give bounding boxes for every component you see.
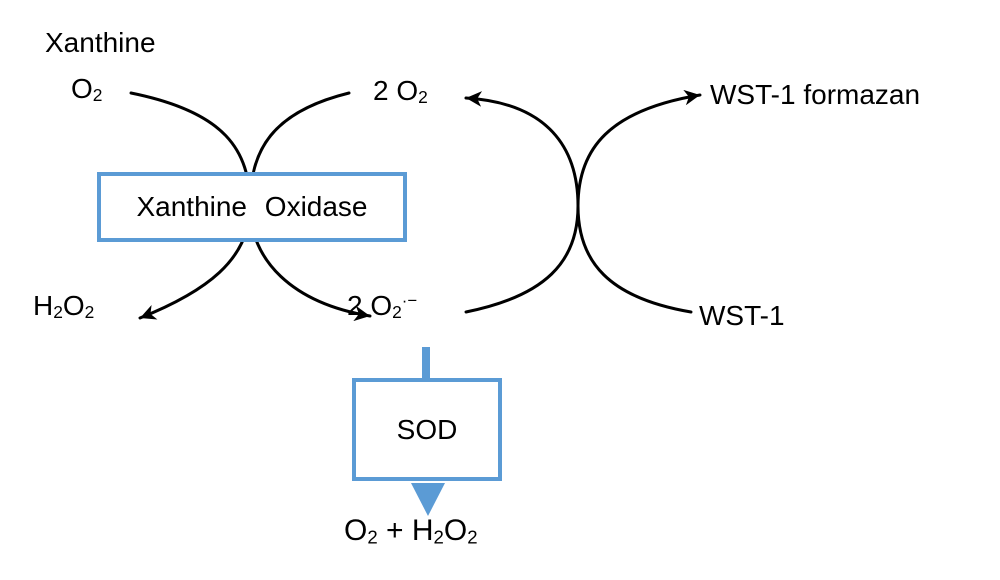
xanthine-text: Xanthine [45, 27, 156, 58]
products-subscript: 2 [467, 526, 478, 548]
sod-label: SOD [396, 413, 458, 445]
sod-input-arrow-stem [422, 347, 430, 380]
two-oxygen-subscript: 2 [418, 87, 428, 108]
label-sod-products: O2 + H2O2 [344, 514, 478, 548]
wst1-formazan-text: WST-1 formazan [710, 79, 921, 110]
superoxide-base: 2 O [347, 290, 393, 321]
label-hydrogen-peroxide: H2O2 [33, 290, 95, 323]
h2o2-part: O [62, 290, 85, 321]
xanthine-oxidase-box: Xanthine Oxidase [97, 172, 407, 242]
label-wst1: WST-1 [699, 300, 785, 332]
arrow-wst1-to-formazan [576, 89, 702, 314]
products-part: O [344, 514, 368, 547]
label-two-oxygen: 2 O2 [373, 75, 428, 108]
wst1-text: WST-1 [699, 300, 785, 331]
label-superoxide: 2 O2·− [347, 290, 418, 323]
products-part: O [443, 514, 468, 547]
sod-output-arrowhead-icon [411, 483, 445, 516]
oxygen-subscript: 2 [92, 85, 103, 106]
products-subscript: 2 [433, 526, 444, 548]
sod-box: SOD [352, 378, 502, 481]
h2o2-subscript: 2 [53, 302, 63, 323]
products-part: + H [377, 514, 434, 547]
label-wst1-formazan: WST-1 formazan [710, 79, 921, 111]
two-oxygen-base: 2 O [373, 75, 419, 106]
arrow-superoxide-to-2o2 [464, 91, 580, 314]
h2o2-part: H [33, 290, 54, 321]
h2o2-subscript: 2 [84, 302, 95, 323]
superoxide-radical-charge: ·− [401, 290, 418, 310]
xanthine-oxidase-label: Xanthine Oxidase [136, 191, 368, 222]
oxygen-base: O [71, 73, 93, 104]
superoxide-subscript: 2 [392, 302, 402, 323]
label-xanthine: Xanthine [45, 27, 156, 59]
label-oxygen: O2 [71, 73, 103, 106]
products-subscript: 2 [367, 526, 378, 548]
